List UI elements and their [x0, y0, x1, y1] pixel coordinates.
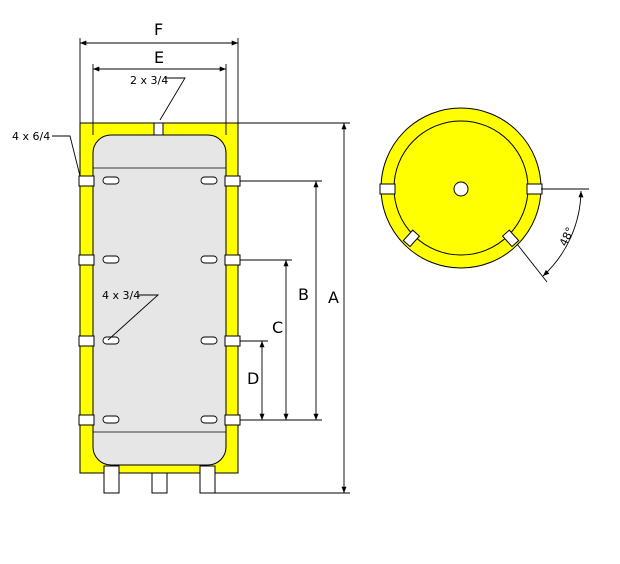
sleeve-right-3 [200, 336, 218, 345]
sleeve-right-1 [200, 176, 218, 185]
note-side-connections: 4 x 6/4 [12, 130, 50, 143]
top-view-connection-lower-left [402, 229, 421, 248]
top-view-connection-left [379, 183, 396, 195]
left-connection-4 [78, 414, 95, 426]
leg-center [151, 472, 168, 494]
top-view-center-connection [453, 181, 469, 197]
leg-left [103, 465, 120, 494]
right-connection-3 [224, 335, 241, 347]
note-top-connection: 2 x 3/4 [130, 74, 168, 87]
left-connection-3 [78, 335, 95, 347]
note-sensor-sleeves: 4 x 3/4 [102, 289, 140, 302]
sleeve-left-2 [102, 255, 120, 264]
sleeve-right-4 [200, 415, 218, 424]
right-connection-4 [224, 414, 241, 426]
sleeve-right-2 [200, 255, 218, 264]
top-view: 48° [379, 107, 589, 283]
sleeve-left-3 [102, 336, 120, 345]
dim-label-b: B [298, 285, 309, 304]
left-connection-1 [78, 175, 95, 187]
top-view-connection-right [526, 183, 543, 195]
top-connection [153, 122, 164, 136]
right-connection-1 [224, 175, 241, 187]
right-connection-2 [224, 254, 241, 266]
dim-label-a: A [328, 288, 339, 307]
dim-label-e: E [154, 48, 164, 67]
angle-arc [542, 190, 584, 277]
left-connection-2 [78, 254, 95, 266]
sleeve-left-1 [102, 176, 120, 185]
dim-label-c: C [272, 318, 283, 337]
top-view-connection-lower-right [501, 229, 520, 248]
dim-label-d: D [247, 369, 259, 388]
dimension-lines [52, 38, 350, 494]
leg-right [199, 465, 216, 494]
dim-label-f: F [154, 20, 163, 39]
side-view [78, 122, 241, 494]
sleeve-left-4 [102, 415, 120, 424]
